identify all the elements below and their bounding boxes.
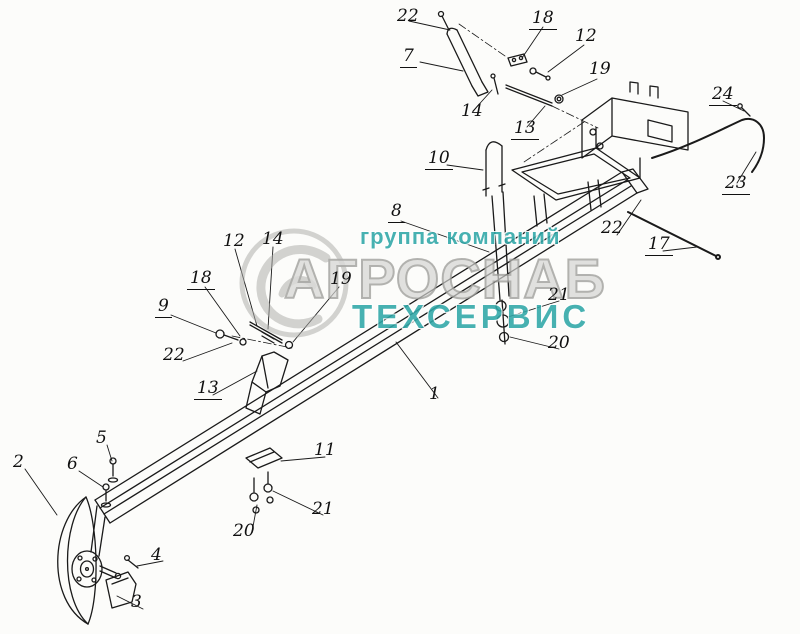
- part-number-label: 21: [312, 499, 334, 519]
- hub-bracket-part-3: [105, 571, 137, 609]
- washer-stack-right: [495, 299, 510, 345]
- part-callout: 7: [400, 48, 417, 68]
- part-callout: 19: [327, 271, 355, 290]
- part-callout: 13: [194, 380, 222, 400]
- part-callout: 14: [259, 231, 287, 250]
- part-number-label: 8: [391, 201, 402, 221]
- part-callout: 20: [545, 335, 573, 354]
- leader-lines: [24, 20, 757, 610]
- axis-line-left: [231, 335, 293, 349]
- part-number-label: 22: [397, 6, 419, 26]
- part-callout: 17: [645, 236, 673, 256]
- part-number-label: 3: [131, 592, 142, 612]
- part-number-label: 2: [13, 452, 24, 472]
- beam-to-hub-links: [90, 505, 106, 557]
- top-hardware: [490, 53, 564, 107]
- part-callout: 12: [572, 28, 600, 47]
- part-callout: 21: [545, 287, 573, 306]
- part-number-label: 5: [96, 428, 107, 448]
- part-number-label: 10: [428, 148, 450, 168]
- part-number-label: 18: [532, 8, 554, 28]
- part-number-label: 22: [601, 218, 623, 238]
- part-callout: 2: [10, 454, 27, 473]
- part-number-label: 17: [648, 234, 670, 254]
- part-number-label: 20: [548, 333, 570, 353]
- part-callout: 12: [220, 233, 248, 252]
- part-callout: 22: [160, 347, 188, 366]
- carriage-frame: [511, 127, 641, 227]
- part-callout: 10: [425, 150, 453, 170]
- part-number-label: 18: [190, 268, 212, 288]
- part-callout: 14: [458, 103, 486, 122]
- part-callout: 1: [426, 386, 443, 405]
- part-callout: 22: [598, 220, 626, 239]
- part-number-label: 13: [514, 118, 536, 138]
- part-callout: 9: [155, 298, 172, 318]
- main-beam-part-1: [94, 168, 649, 524]
- part-number-label: 12: [575, 26, 597, 46]
- part-callout: 3: [128, 594, 145, 613]
- support-strut-part-8: [491, 191, 510, 301]
- part-number-label: 19: [589, 59, 611, 79]
- part-number-label: 12: [223, 231, 245, 251]
- part-number-label: 21: [548, 285, 570, 305]
- part-number-label: 4: [151, 545, 162, 565]
- part-number-label: 9: [158, 296, 169, 316]
- part-number-label: 22: [163, 345, 185, 365]
- part-callout: 20: [230, 523, 258, 542]
- part-callout: 11: [311, 442, 339, 461]
- part-number-label: 11: [314, 440, 336, 460]
- stud-part-4: [123, 554, 139, 569]
- pin-part-24: [737, 103, 751, 117]
- part-callout: 21: [309, 501, 337, 520]
- part-callout: 13: [511, 120, 539, 140]
- part-callout: 23: [722, 175, 750, 195]
- part-callout: 22: [394, 8, 422, 27]
- part-number-label: 14: [262, 229, 284, 249]
- part-callout: 18: [187, 270, 215, 290]
- rod-part-17: [627, 211, 721, 260]
- part-number-label: 1: [429, 384, 440, 404]
- part-number-label: 13: [197, 378, 219, 398]
- axis-lines-top: [458, 23, 599, 163]
- bolts-parts-5-6: [100, 457, 119, 508]
- part-callout: 19: [586, 61, 614, 80]
- link-part-7: [437, 10, 489, 97]
- part-callout: 5: [93, 430, 110, 449]
- clamp-plate-part-11: [245, 447, 283, 514]
- part-callout: 8: [388, 203, 405, 223]
- part-number-label: 24: [712, 84, 734, 104]
- part-number-label: 20: [233, 521, 255, 541]
- part-callout: 6: [64, 456, 81, 475]
- mounting-bracket: [581, 81, 689, 159]
- part-callout: 18: [529, 10, 557, 30]
- part-number-label: 14: [461, 101, 483, 121]
- part-number-label: 6: [67, 454, 78, 474]
- u-bolt-part-10: [482, 141, 506, 197]
- part-number-label: 19: [330, 269, 352, 289]
- rod-part-23: [651, 118, 765, 173]
- part-number-label: 7: [403, 46, 414, 66]
- part-callout: 24: [709, 86, 737, 106]
- part-callout: 4: [148, 547, 165, 566]
- part-number-label: 23: [725, 173, 747, 193]
